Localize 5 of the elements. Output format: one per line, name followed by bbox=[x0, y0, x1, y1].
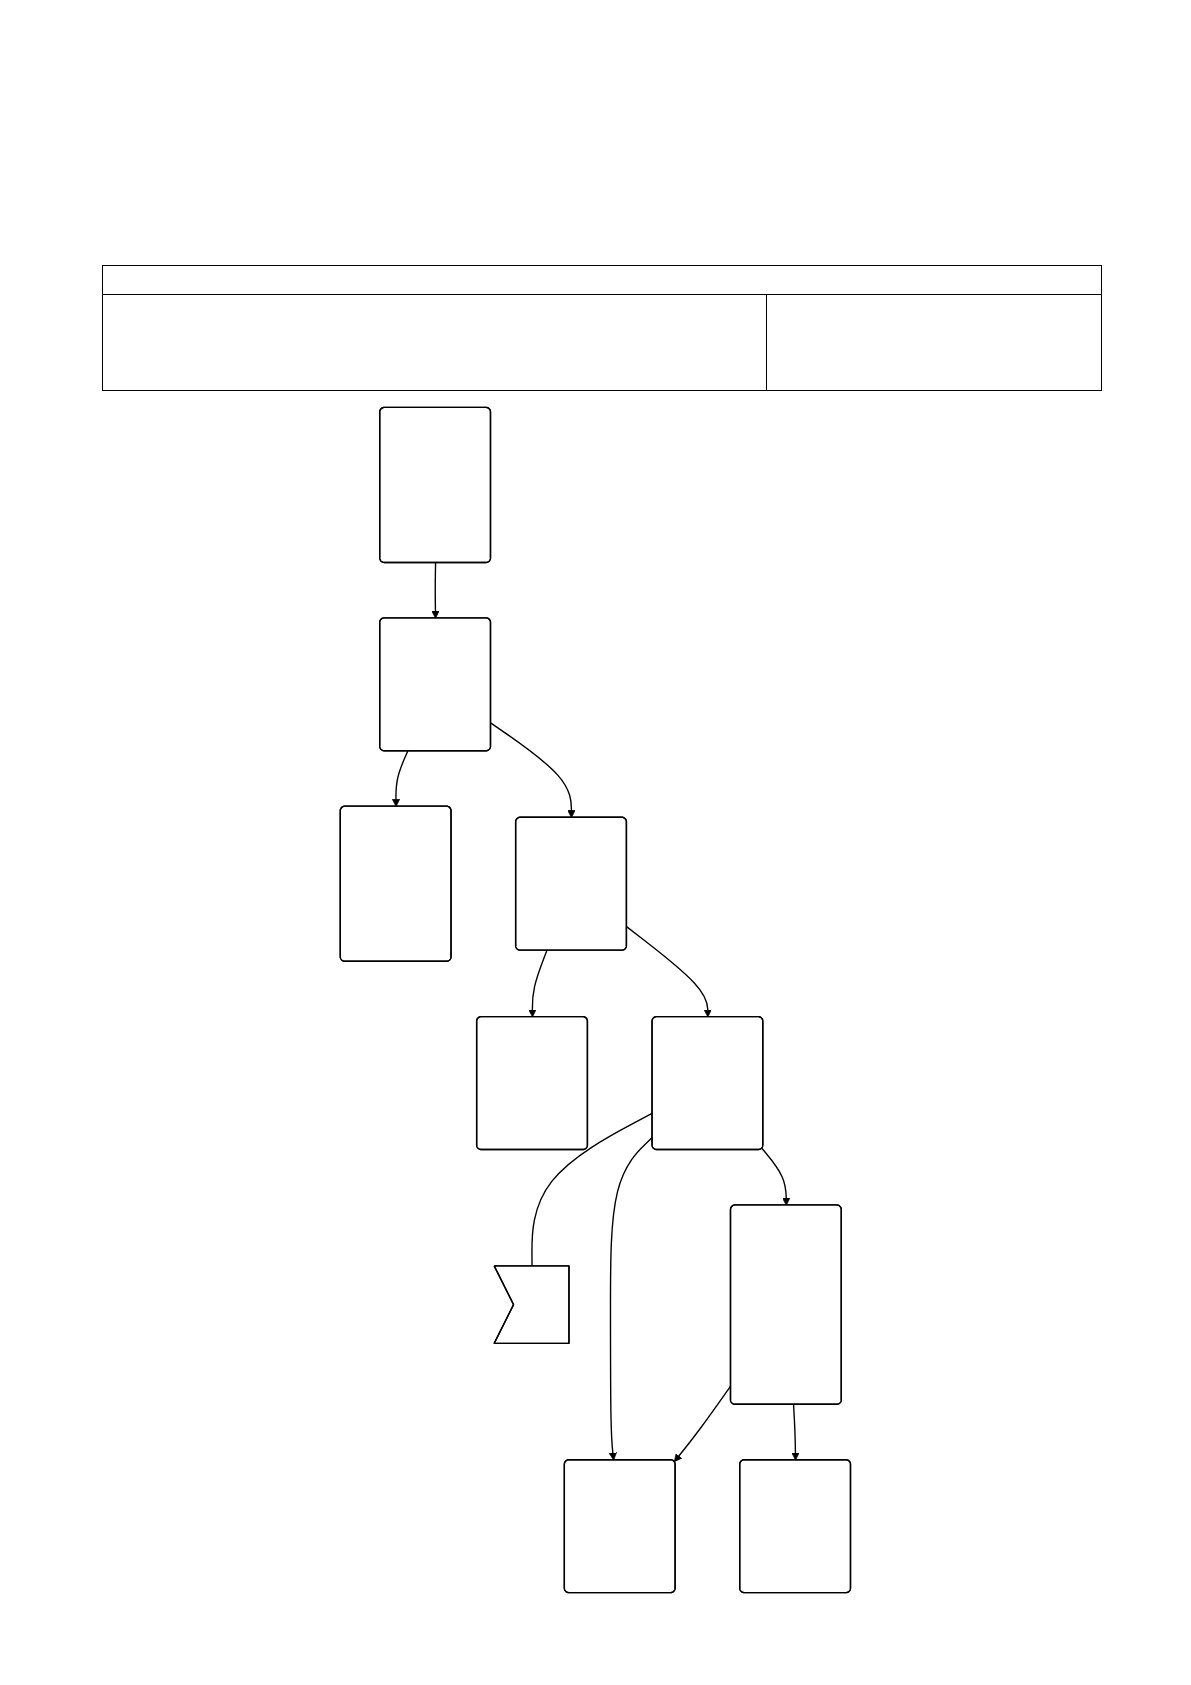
arrow bbox=[760, 1147, 790, 1206]
arrow bbox=[791, 1404, 800, 1461]
arrow bbox=[527, 949, 548, 1018]
arrow bbox=[431, 562, 440, 619]
arrow bbox=[391, 750, 409, 807]
